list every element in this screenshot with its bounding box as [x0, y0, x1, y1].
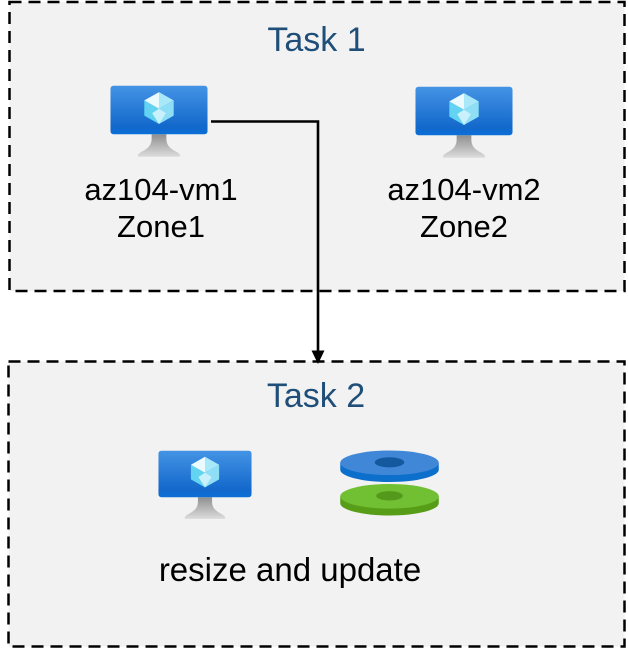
task2-caption: resize and update — [158, 551, 422, 588]
vm2-zone: Zone2 — [420, 209, 508, 244]
vm2-name: az104-vm2 — [387, 172, 541, 207]
vm2-virtual-machine-icon — [415, 86, 513, 159]
disks-icon — [339, 450, 440, 516]
task1-title: Task 1 — [267, 21, 366, 59]
vm1-name: az104-vm1 — [84, 172, 238, 207]
vm1-zone: Zone1 — [117, 209, 205, 244]
arrowhead — [311, 350, 325, 364]
connector-arrow — [211, 120, 325, 364]
vm2-label: az104-vm2 Zone2 — [344, 171, 584, 245]
task2-title: Task 2 — [266, 377, 366, 415]
vm1-label: az104-vm1 Zone1 — [41, 171, 281, 245]
task2-virtual-machine-icon — [158, 450, 252, 520]
task2-box — [7, 360, 626, 648]
vm1-virtual-machine-icon — [110, 85, 208, 158]
